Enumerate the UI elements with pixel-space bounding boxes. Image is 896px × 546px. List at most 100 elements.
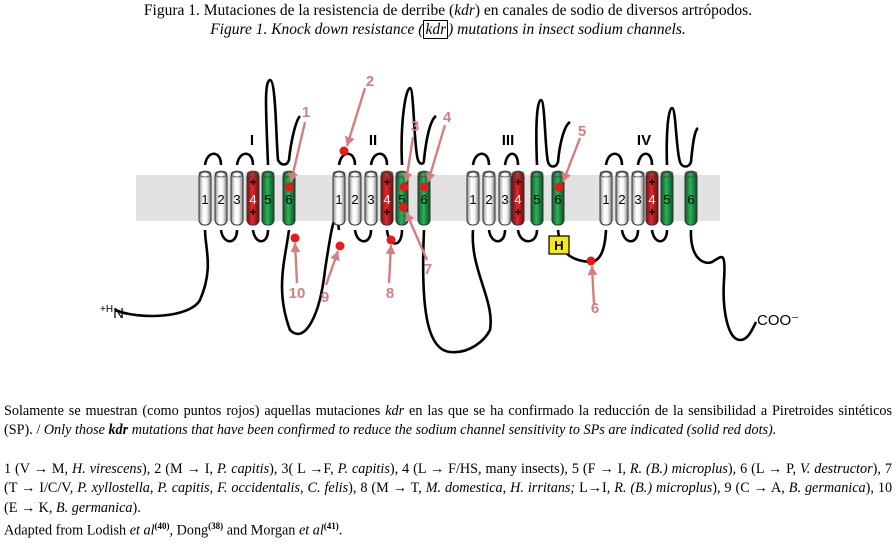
helix-number: 1: [201, 192, 208, 207]
helix-number: 6: [285, 192, 292, 207]
mutation-dot: [339, 146, 349, 156]
mutation-arrowhead: [587, 266, 598, 276]
charge-plus: +: [249, 175, 256, 189]
helix-cap: [214, 170, 228, 178]
backbone-loop: [487, 229, 507, 243]
caption-paragraph-3: Adapted from Lodish et al(40), Dong(38) …: [4, 521, 343, 539]
helix-number: 4: [514, 192, 521, 207]
caption-paragraph-1: Solamente se muestran (como puntos rojos…: [4, 403, 892, 439]
n-terminus-label: +HN: [100, 304, 124, 322]
helix-segment-2: [348, 171, 362, 226]
helix-segment-3: [498, 171, 512, 226]
helix-number: 2: [217, 192, 224, 207]
helix-segment-1: [198, 171, 212, 226]
helix-cap: [332, 170, 346, 178]
backbone-loop: [650, 229, 669, 243]
charge-plus: +: [514, 205, 521, 219]
h-box: [548, 235, 570, 255]
helix-segment-4: [511, 171, 525, 226]
mutation-dot: [419, 182, 429, 192]
mutation-number: 5: [578, 123, 586, 140]
domain-label: IV: [637, 132, 651, 149]
backbone-loop: [471, 152, 491, 166]
mutation-dot: [284, 182, 294, 192]
helix-cap: [645, 170, 659, 178]
backbone-loop: [337, 152, 357, 166]
mutation-number: 4: [443, 109, 452, 126]
helix-cap: [380, 170, 394, 178]
mutation-arrowhead: [344, 135, 355, 146]
helix-cap: [261, 170, 275, 178]
backbone-loop: [421, 229, 492, 354]
helix-segment-4: [246, 171, 260, 226]
helix-number: 3: [367, 192, 374, 207]
helix-number: 5: [663, 192, 670, 207]
figure-title-es: Figura 1. Mutaciones de la resistencia d…: [143, 2, 753, 19]
helix-segment-2: [214, 171, 228, 226]
mutation-arrow: [426, 124, 447, 183]
helix-number: 1: [469, 192, 476, 207]
helix-cap: [615, 170, 629, 178]
helix-cap: [599, 170, 613, 178]
mutation-arrowhead: [402, 172, 413, 182]
title-es-kdr: kdr: [454, 2, 475, 19]
mutation-arrowhead: [405, 212, 415, 223]
backbone-loop: [251, 229, 270, 243]
helix-segment-1: [599, 171, 613, 226]
helix-segment-5: [530, 171, 544, 226]
charge-plus: +: [648, 205, 655, 219]
mutation-dot: [398, 202, 408, 212]
helix-number: 5: [264, 192, 271, 207]
mutation-number: 7: [424, 261, 432, 278]
helix-segment-3: [364, 171, 378, 226]
backbone-loop: [665, 106, 699, 168]
charge-plus: +: [383, 175, 390, 189]
helix-segment-4: [645, 171, 659, 226]
helix-number: 1: [602, 192, 609, 207]
helix-number: 4: [249, 192, 256, 207]
charge-plus: +: [514, 175, 521, 189]
helix-segment-5: [261, 171, 275, 226]
helix-cap: [466, 170, 480, 178]
title-en-kdr: kdr: [423, 20, 449, 39]
helix-cap: [631, 170, 645, 178]
helix-segment-2: [482, 171, 496, 226]
helix-cap: [482, 170, 496, 178]
helix-number: 6: [687, 192, 694, 207]
backbone-loop: [535, 98, 571, 168]
helix-number: 2: [618, 192, 625, 207]
mutation-number: 1: [302, 104, 310, 121]
backbone-loop: [503, 152, 520, 166]
mutation-dot: [586, 256, 596, 266]
mutation-dot: [554, 182, 564, 192]
mutation-number: 10: [289, 285, 306, 302]
helix-number: 6: [420, 192, 427, 207]
mutation-arrowhead: [290, 243, 301, 253]
helix-number: 5: [533, 192, 540, 207]
domain-label: I: [250, 132, 254, 149]
backbone-loop: [385, 229, 404, 245]
backbone-loop: [516, 229, 539, 243]
helix-segment-3: [230, 171, 244, 226]
helix-number: 1: [335, 192, 342, 207]
mutation-number: 6: [591, 300, 599, 317]
mutation-arrowhead: [561, 171, 571, 182]
backbone-loop: [569, 122, 571, 160]
helix-cap: [660, 170, 674, 178]
helix-segment-3: [631, 171, 645, 226]
helix-segment-1: [332, 171, 346, 226]
backbone-loop: [264, 78, 302, 166]
charge-plus: +: [648, 175, 655, 189]
charge-plus: +: [383, 205, 390, 219]
mutation-dot: [399, 182, 409, 192]
backbone-loop: [697, 128, 699, 160]
backbone-loop: [203, 152, 223, 166]
helix-number: 2: [485, 192, 492, 207]
mutation-arrow: [345, 87, 367, 147]
helix-segment-4: [380, 171, 394, 226]
helix-segment-6: [684, 171, 698, 226]
